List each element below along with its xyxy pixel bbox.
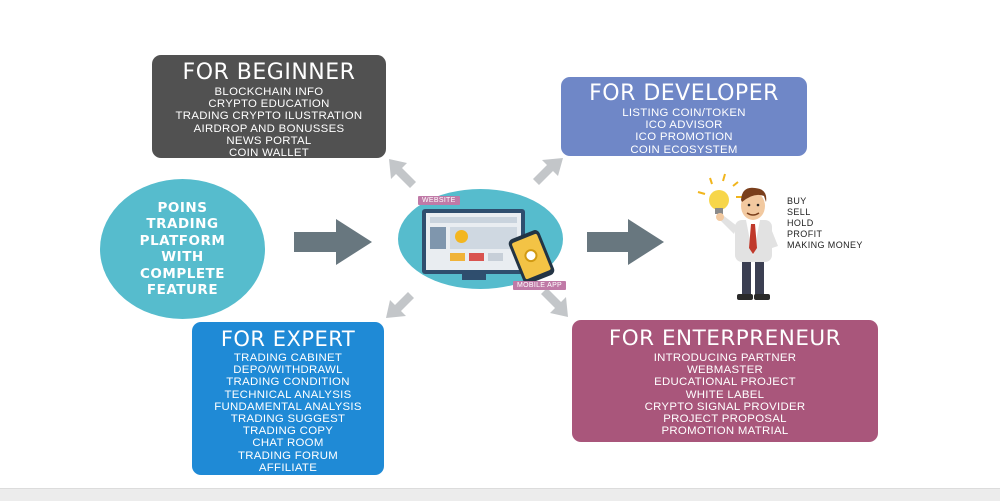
expert-item: TRADING CONDITION — [226, 376, 350, 389]
expert-item: TRADING CABINET — [233, 352, 343, 364]
expert-list: TRADING CABINET DEPO/WITHDRAWL TRADING C… — [192, 352, 384, 474]
beginner-item: CRYPTO EDUCATION — [208, 98, 330, 111]
enterprise-list: INTRODUCING PARTNER WEBMASTER EDUCATIONA… — [572, 352, 878, 437]
box-for-enterpreneur: FOR ENTERPRENEUR INTRODUCING PARTNER WEB… — [572, 320, 878, 442]
mobile-app-tag: MOBILE APP — [513, 281, 567, 290]
arrow-right-icon — [294, 219, 372, 265]
enterprise-item: WHITE LABEL — [685, 388, 765, 401]
arrow-up-right-icon — [533, 158, 563, 185]
website-screen — [426, 213, 521, 270]
expert-item: TRADING FORUM — [237, 449, 339, 462]
enterprise-item: PROMOTION MATRIAL — [661, 425, 789, 438]
lightbulb-icon — [697, 173, 742, 214]
bottom-scroll-bar — [0, 488, 1000, 501]
beginner-item: BLOCKCHAIN INFO — [214, 86, 324, 98]
arrow-up-left-icon — [389, 159, 416, 188]
expert-item: TECHNICAL ANALYSIS — [224, 388, 352, 401]
box-for-beginner: FOR BEGINNER BLOCKCHAIN INFO CRYPTO EDUC… — [152, 55, 386, 159]
enterprise-item: CRYPTO SIGNAL PROVIDER — [644, 400, 806, 413]
box-for-expert: FOR EXPERT TRADING CABINET DEPO/WITHDRAW… — [192, 322, 384, 475]
box-for-developer: FOR DEVELOPER LISTING COIN/TOKEN ICO ADV… — [561, 77, 807, 156]
expert-item: AFFILIATE — [258, 461, 318, 474]
expert-item: TRADING SUGGEST — [230, 413, 346, 426]
platform-circle: POINS TRADING PLATFORM WITH COMPLETE FEA… — [100, 179, 265, 319]
expert-item: FUNDAMENTAL ANALYSIS — [214, 400, 362, 413]
expert-item: TRADING COPY — [242, 425, 334, 438]
coin-icon — [455, 230, 468, 243]
beginner-item: COIN WALLET — [228, 147, 310, 160]
beginner-title: FOR BEGINNER — [182, 60, 356, 85]
monitor-stand — [462, 274, 486, 280]
developer-title: FOR DEVELOPER — [589, 81, 779, 106]
enterprise-item: EDUCATIONAL PROJECT — [654, 376, 796, 389]
businessman-words: BUY SELL HOLD PROFIT MAKING MONEY — [787, 196, 863, 251]
word-buy: BUY — [787, 196, 807, 206]
beginner-item: AIRDROP AND BONUSSES — [193, 122, 345, 135]
coin-icon — [522, 247, 540, 265]
arrow-down-right-icon — [541, 288, 568, 317]
enterprise-item: WEBMASTER — [686, 364, 764, 377]
developer-item: ICO PROMOTION — [635, 131, 733, 144]
developer-item: ICO ADVISOR — [645, 119, 723, 132]
businessman-illustration — [697, 173, 778, 300]
beginner-item: TRADING CRYPTO ILUSTRATION — [175, 110, 363, 123]
beginner-list: BLOCKCHAIN INFO CRYPTO EDUCATION TRADING… — [152, 86, 386, 159]
developer-list: LISTING COIN/TOKEN ICO ADVISOR ICO PROMO… — [561, 107, 807, 156]
word-profit: PROFIT — [787, 229, 823, 239]
enterprise-title: FOR ENTERPRENEUR — [608, 326, 842, 351]
expert-item: CHAT ROOM — [252, 437, 324, 450]
arrow-down-left-icon — [386, 292, 414, 318]
expert-title: FOR EXPERT — [220, 327, 356, 351]
developer-item: LISTING COIN/TOKEN — [622, 107, 746, 119]
word-sell: SELL — [787, 207, 811, 217]
enterprise-item: PROJECT PROPOSAL — [663, 413, 787, 426]
word-hold: HOLD — [787, 218, 814, 228]
enterprise-item: INTRODUCING PARTNER — [653, 352, 797, 364]
word-making-money: MAKING MONEY — [787, 240, 863, 250]
platform-label: POINS TRADING PLATFORM WITH COMPLETE FEA… — [139, 199, 226, 299]
developer-item: COIN ECOSYSTEM — [630, 143, 738, 156]
expert-item: DEPO/WITHDRAWL — [233, 364, 343, 377]
arrow-right-icon — [587, 219, 664, 265]
website-tag: WEBSITE — [418, 196, 460, 205]
beginner-item: NEWS PORTAL — [226, 134, 312, 147]
